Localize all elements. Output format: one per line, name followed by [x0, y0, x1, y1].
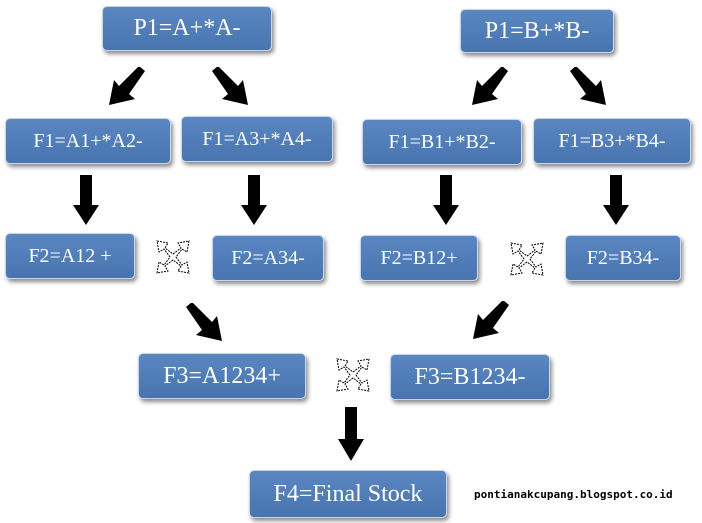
arrow-down-left-icon — [473, 301, 509, 339]
left-f2-a-box: F2=A12 + — [5, 233, 135, 279]
left-f1-a-box: F1=A1+*A2- — [5, 118, 171, 164]
arrow-down-right-icon — [570, 67, 606, 105]
left-f1-b-box: F1=A3+*A4- — [181, 116, 333, 162]
left-p1-box: P1=A+*A- — [102, 6, 272, 51]
right-f2-a-box: F2=B12+ — [360, 235, 478, 281]
arrow-down-icon — [241, 175, 267, 225]
right-f1-a-box: F1=B1+*B2- — [362, 119, 522, 165]
arrow-down-right-icon — [186, 303, 222, 341]
right-f2-b-box: F2=B34- — [565, 235, 681, 281]
arrow-down-left-icon — [109, 67, 145, 105]
arrow-down-icon — [603, 175, 629, 225]
right-p1-box: P1=B+*B- — [460, 9, 614, 53]
arrow-down-icon — [433, 175, 459, 225]
cross-icon — [336, 358, 370, 392]
left-f2-b-box: F2=A34- — [212, 235, 324, 281]
right-f1-b-box: F1=B3+*B4- — [533, 118, 691, 164]
arrow-down-icon — [338, 407, 364, 461]
left-f3-box: F3=A1234+ — [138, 353, 306, 399]
watermark-text: pontianakcupang.blogspot.co.id — [474, 488, 673, 501]
right-f3-box: F3=B1234- — [390, 354, 550, 400]
arrow-down-icon — [73, 175, 99, 225]
arrow-down-right-icon — [212, 67, 248, 105]
f4-box: F4=Final Stock — [249, 470, 447, 518]
arrow-down-left-icon — [472, 67, 508, 105]
cross-icon — [510, 242, 544, 276]
cross-icon — [156, 240, 190, 274]
